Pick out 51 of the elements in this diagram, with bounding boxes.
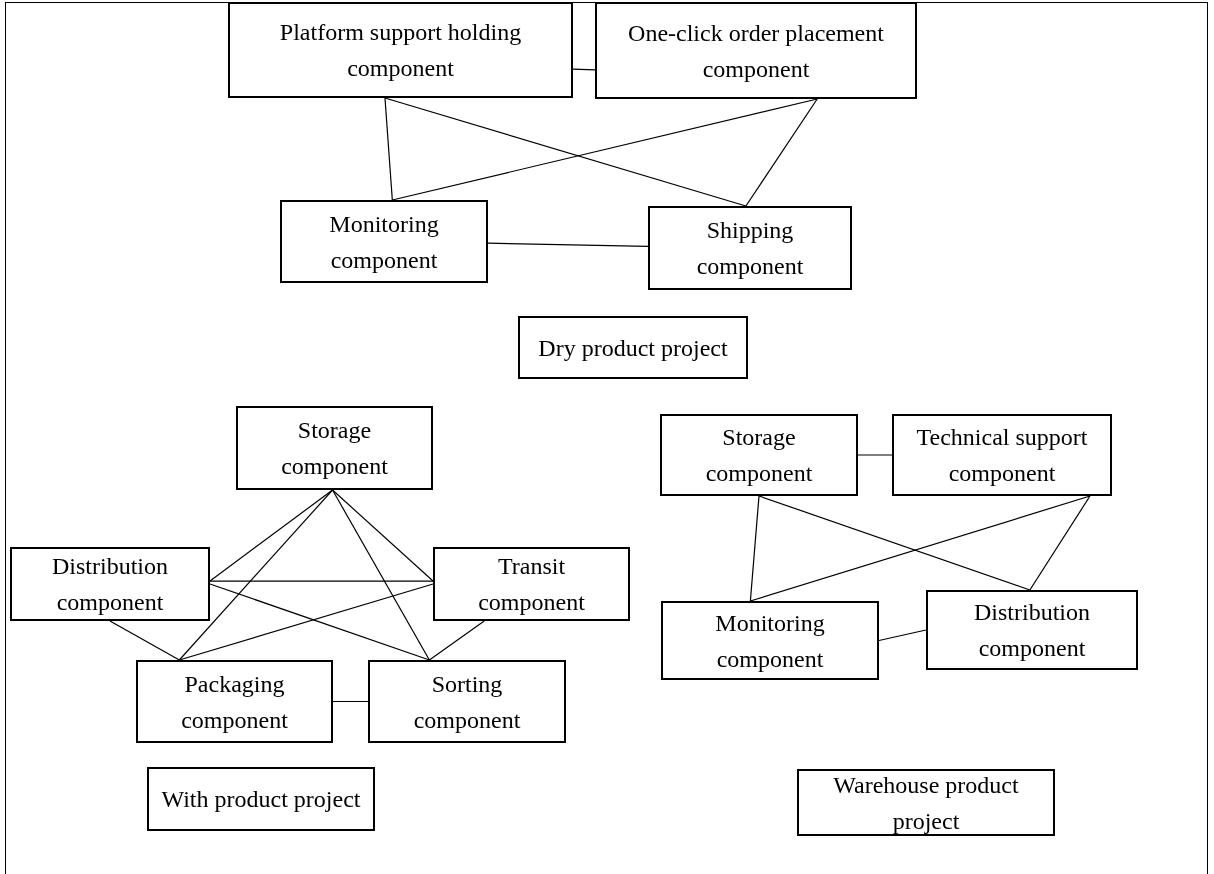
box-label: Technical support component [915,423,1089,488]
box-label: Transit component [477,552,586,617]
box-label: Storage component [280,416,389,481]
connector-line [749,495,1091,602]
connector-line [384,97,393,201]
box-label: Shipping component [695,216,805,281]
component-box [926,590,1138,670]
connector-line [857,454,893,456]
connector-line [878,629,927,642]
connector-line [331,489,434,582]
connector-line [391,98,818,201]
component-box [660,414,858,496]
connector-line [487,242,649,247]
box-label: One-click order placement component [627,18,885,84]
component-box [10,547,210,621]
connector-line [109,620,180,661]
component-box [797,769,1055,836]
component-box [228,2,573,98]
box-label: With product project [161,785,361,814]
box-label: Packaging component [180,669,289,735]
component-box [661,601,879,680]
component-box [136,660,333,743]
component-box [236,406,433,490]
component-box [147,767,375,831]
connector-line [749,495,760,602]
connector-line [332,700,369,703]
connector-line [745,98,818,207]
box-label: Distribution component [973,598,1091,663]
box-label: Dry product project [538,333,728,363]
component-box [595,2,917,99]
connector-line [428,620,485,661]
box-label: Sorting component [412,669,522,735]
connector-line [331,489,430,661]
box-label: Storage component [704,423,814,488]
box-label: Warehouse product project [832,770,1020,836]
box-label: Monitoring component [714,608,826,674]
connector-line [758,495,1031,591]
connector-line [209,580,434,582]
component-box [518,316,748,379]
box-label: Monitoring component [328,209,440,275]
component-box [892,414,1112,496]
box-label: Platform support holding component [278,18,523,83]
connector-line [384,97,747,207]
box-label: Distribution component [51,552,169,617]
connector-line [178,489,334,661]
component-box [368,660,566,743]
component-box [280,200,488,283]
component-box [433,547,630,621]
component-box [648,206,852,290]
connector-line [1029,495,1091,591]
connector-line [572,68,596,71]
